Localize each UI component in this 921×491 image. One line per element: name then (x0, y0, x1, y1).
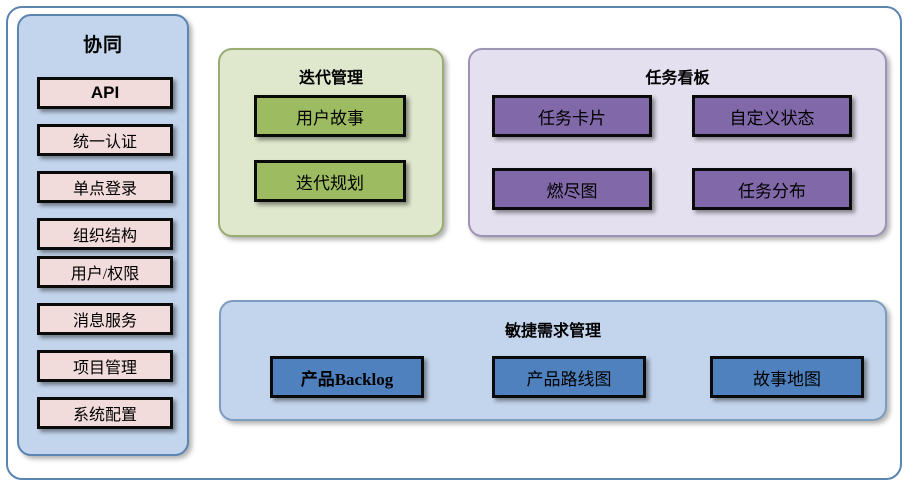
agile-item-product-roadmap[interactable]: 产品路线图 (492, 356, 646, 398)
group-agile-requirement-management-title: 敏捷需求管理 (504, 323, 601, 340)
sidebar-item-org-structure[interactable]: 组织结构 (37, 218, 173, 250)
sidebar-item-project-management[interactable]: 项目管理 (37, 350, 173, 382)
taskboard-item-custom-status[interactable]: 自定义状态 (692, 95, 852, 137)
sidebar-item-single-sign-on[interactable]: 单点登录 (37, 171, 173, 203)
taskboard-item-task-card[interactable]: 任务卡片 (492, 95, 652, 137)
sidebar-item-unified-auth[interactable]: 统一认证 (37, 124, 173, 156)
agile-item-story-map[interactable]: 故事地图 (710, 356, 864, 398)
group-collaboration-title: 协同 (82, 35, 123, 56)
group-iteration-management-title: 迭代管理 (298, 70, 363, 87)
group-iteration-management[interactable]: 迭代管理 用户故事 迭代规划 (218, 48, 444, 237)
sidebar-item-api[interactable]: API (37, 77, 173, 109)
group-task-board-title: 任务看板 (645, 70, 710, 87)
group-agile-requirement-management[interactable]: 敏捷需求管理 产品Backlog 产品路线图 故事地图 (219, 300, 887, 421)
taskboard-item-burndown-chart[interactable]: 燃尽图 (492, 168, 652, 210)
sidebar-item-message-service[interactable]: 消息服务 (37, 303, 173, 335)
group-task-board[interactable]: 任务看板 任务卡片 自定义状态 燃尽图 任务分布 (468, 48, 887, 237)
sidebar-item-user-permission[interactable]: 用户/权限 (37, 256, 173, 288)
sidebar-item-system-config[interactable]: 系统配置 (37, 397, 173, 429)
agile-item-product-backlog[interactable]: 产品Backlog (270, 356, 424, 398)
group-collaboration[interactable]: 协同 API 统一认证 单点登录 组织结构 用户/权限 消息服务 项目管理 系统… (17, 14, 189, 456)
iteration-item-user-story[interactable]: 用户故事 (254, 95, 406, 137)
iteration-item-iteration-planning[interactable]: 迭代规划 (254, 160, 406, 202)
taskboard-item-task-distribution[interactable]: 任务分布 (692, 168, 852, 210)
